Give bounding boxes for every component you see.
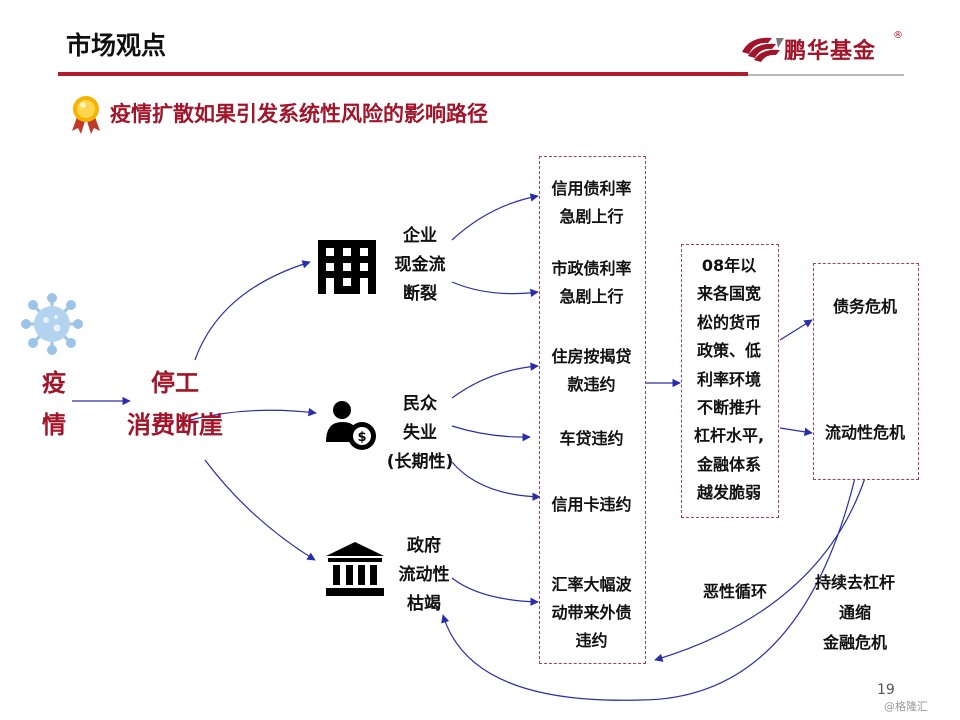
defaults-item-mortgage: 住房按揭贷 款违约 (539, 343, 644, 399)
leverage-line-4: 政策、低 (696, 341, 761, 361)
government-line-2: 流动性 (398, 565, 450, 585)
leverage-line-9: 越发脆弱 (696, 483, 761, 503)
person-money-icon: $ (326, 401, 376, 450)
shutdown-line-1: 停工 (151, 369, 199, 397)
enterprise-line-2: 现金流 (394, 255, 446, 275)
registered-mark: ® (893, 30, 903, 41)
outcome-line-3: 金融危机 (822, 633, 887, 652)
building-icon (318, 240, 376, 294)
crisis-debt: 债务危机 (832, 297, 897, 316)
page-number: 19 (877, 682, 895, 698)
leverage-text: 08年以 来各国宽 松的货币 政策、低 利率环境 不断推升 杠杆水平, 金融体系… (681, 252, 777, 508)
credit-bond-line-2: 急剧上行 (559, 207, 624, 226)
watermark: @格隆汇 (884, 700, 928, 713)
outcome-line-2: 通缩 (838, 603, 871, 622)
auto-loan-line-1: 车贷违约 (559, 429, 624, 448)
leverage-line-7: 杠杆水平, (693, 426, 765, 446)
municipal-bond-line-1: 市政债利率 (551, 259, 632, 278)
enterprise-line-1: 企业 (403, 226, 437, 246)
defaults-item-credit-card: 信用卡违约 (539, 491, 644, 519)
defaults-box (539, 156, 646, 664)
epidemic-char-1: 疫 (42, 369, 66, 397)
credit-card-line-1: 信用卡违约 (551, 495, 632, 514)
defaults-item-fx: 汇率大幅波 动带来外债 违约 (539, 571, 644, 655)
leverage-line-1: 08年以 (701, 256, 757, 275)
crisis-liquidity: 流动性危机 (824, 423, 905, 442)
header-rule-grey (748, 74, 904, 76)
leverage-box (681, 244, 779, 518)
shutdown-line-2: 消费断崖 (127, 411, 223, 439)
page-title: 市场观点 (66, 31, 167, 60)
epidemic-char-2: 情 (42, 411, 66, 439)
epidemic-label: 疫 情 (36, 362, 72, 446)
government-building-icon (326, 542, 384, 596)
brand-name: 鹏华基金 (784, 39, 877, 64)
leverage-line-3: 松的货币 (696, 312, 761, 332)
diagram-subtitle: 疫情扩散如果引发系统性风险的影响路径 (110, 102, 488, 126)
brand-logo-icon (742, 37, 784, 62)
mortgage-line-1: 住房按揭贷 (551, 347, 632, 366)
medal-icon (72, 96, 100, 134)
header-rule-red (58, 72, 748, 76)
enterprise-line-3: 断裂 (403, 284, 437, 304)
government-line-1: 政府 (407, 536, 441, 556)
people-line-2: 失业 (403, 423, 437, 443)
enterprise-label: 企业 现金流 断裂 (380, 222, 460, 309)
mortgage-line-2: 款违约 (567, 375, 616, 394)
svg-text:$: $ (357, 430, 366, 445)
people-label: 民众 失业 (长期性) (378, 390, 462, 477)
people-line-3: (长期性) (386, 452, 454, 472)
people-line-1: 民众 (403, 394, 437, 414)
defaults-item-municipal-bond: 市政债利率 急剧上行 (539, 255, 644, 311)
vicious-cycle-label: 恶性循环 (702, 582, 767, 601)
credit-bond-line-1: 信用债利率 (551, 179, 632, 198)
defaults-item-auto-loan: 车贷违约 (539, 425, 644, 453)
fx-line-2: 动带来外债 (551, 603, 632, 622)
fx-line-3: 违约 (575, 631, 608, 650)
fx-line-1: 汇率大幅波 (551, 575, 632, 594)
leverage-line-8: 金融体系 (696, 454, 761, 474)
leverage-line-6: 不断推升 (696, 398, 761, 418)
outcome-line-1: 持续去杠杆 (814, 573, 895, 592)
government-label: 政府 流动性 枯竭 (384, 532, 464, 619)
outcome-label: 持续去杠杆 通缩 金融危机 (800, 568, 910, 658)
government-line-3: 枯竭 (407, 594, 441, 614)
leverage-line-5: 利率环境 (696, 369, 761, 389)
defaults-item-credit-bond: 信用债利率 急剧上行 (539, 175, 644, 231)
shutdown-label: 停工 消费断崖 (112, 362, 238, 446)
virus-icon (21, 293, 83, 355)
crisis-box (813, 263, 919, 480)
leverage-line-2: 来各国宽 (696, 284, 761, 304)
municipal-bond-line-2: 急剧上行 (559, 287, 624, 306)
